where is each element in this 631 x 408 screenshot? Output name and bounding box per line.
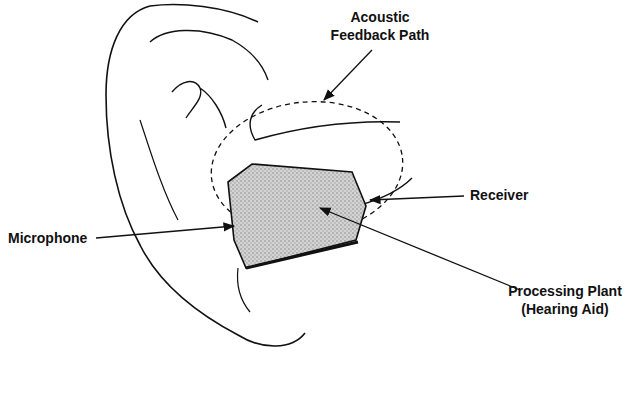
callout-label: Processing Plant (Hearing Aid) [506, 282, 624, 318]
callout-label: Receiver [470, 186, 550, 204]
antihelix-line [140, 120, 178, 220]
leader-arrow [324, 50, 372, 100]
callout-label: Acoustic Feedback Path [318, 8, 442, 44]
hearing-aid-body [228, 164, 366, 268]
concha-line [250, 105, 400, 140]
callout-label: Microphone [8, 229, 94, 247]
leader-arrow [370, 196, 464, 200]
leader-arrow [320, 208, 520, 290]
lobe-line [238, 268, 251, 312]
leader-arrow [96, 226, 234, 238]
antihelix [172, 82, 226, 128]
helix-fold [150, 30, 268, 80]
hearing-aid-edge [246, 242, 358, 268]
